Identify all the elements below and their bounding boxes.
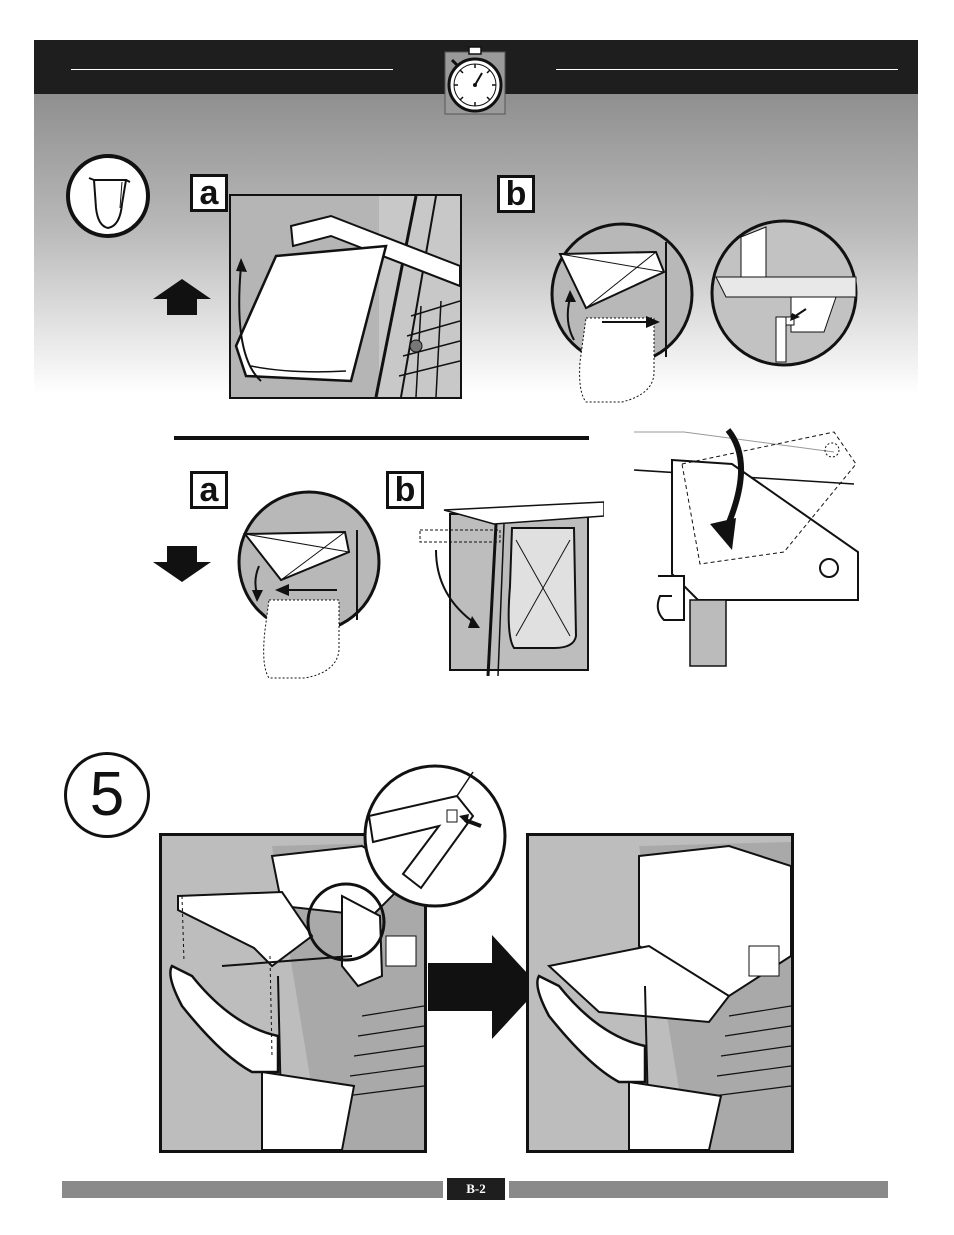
step-number: 5: [64, 752, 150, 838]
detail-shelf-tab-circle: [361, 762, 509, 910]
detail-bin-hook-circle: [546, 222, 698, 412]
arrow-up-icon: [153, 279, 211, 315]
illustration-bracket-swing: [624, 424, 862, 670]
footer-bar-right: [509, 1181, 888, 1198]
part-callout-circle: [64, 152, 152, 240]
footer-bar-left: [62, 1181, 443, 1198]
panel-label-top-a: a: [190, 174, 228, 212]
stopwatch-icon: [444, 46, 506, 116]
detail-bin-lower-circle: [233, 490, 383, 680]
header-rule-right: [556, 69, 898, 70]
detail-bracket-circle: [706, 217, 862, 369]
panel-label-bottom-a: a: [190, 471, 228, 509]
header-rule-left: [71, 69, 393, 70]
panel-label-top-b: b: [497, 175, 535, 213]
illustration-hang-bin: [414, 496, 604, 676]
arrow-down-icon: [153, 546, 211, 582]
illustration-install-shelf-after: [526, 833, 794, 1153]
illustration-remove-bin-lift: [229, 194, 462, 399]
section-divider: [174, 436, 589, 440]
page-number: B-2: [447, 1178, 505, 1200]
arrow-right-icon: [428, 935, 540, 1039]
